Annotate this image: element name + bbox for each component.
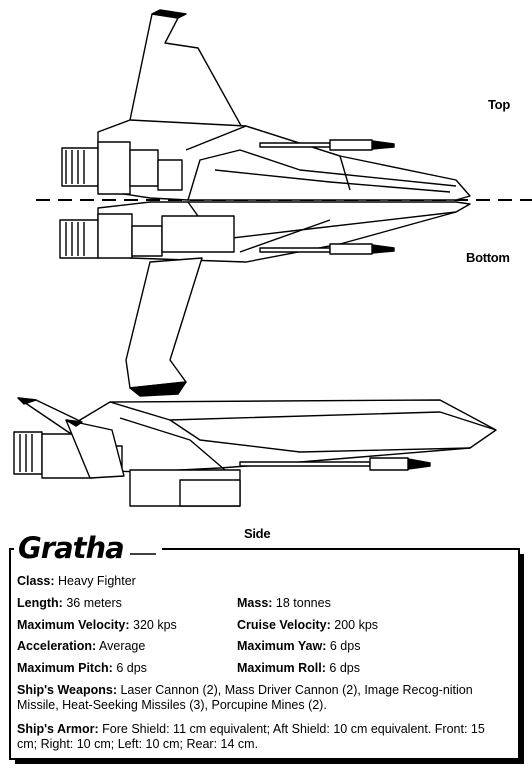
spec-armor-label: Ship's Armor: [17, 722, 99, 736]
spec-acceleration-value: Average [99, 639, 146, 653]
spec-class-value: Heavy Fighter [58, 574, 136, 588]
spec-max-yaw: Maximum Yaw: 6 dps [237, 638, 360, 654]
spec-weapons-value: Laser Cannon (2), Mass Driver Cannon (2)… [17, 683, 473, 712]
spec-card [9, 548, 520, 760]
spec-mass: Mass: 18 tonnes [237, 595, 331, 611]
spec-title-wrap: Gratha [14, 528, 163, 568]
spec-max-velocity: Maximum Velocity: 320 kps [17, 617, 177, 633]
spec-armor-value: Fore Shield: 11 cm equivalent; Aft Shiel… [17, 722, 485, 751]
ship-schematic [13, 9, 532, 507]
side-view-drawing [13, 397, 497, 507]
spec-weapons-label: Ship's Weapons: [17, 683, 117, 697]
spec-cruise-velocity-value: 200 kps [334, 618, 379, 632]
spec-acceleration-label: Acceleration: [17, 639, 97, 653]
spec-max-pitch-label: Maximum Pitch: [17, 661, 113, 675]
bottom-view-label: Bottom [466, 250, 510, 265]
spec-acceleration: Acceleration: Average [17, 638, 145, 654]
ship-name-title: Gratha [18, 531, 125, 565]
top-view-drawing [61, 9, 471, 201]
spec-length: Length: 36 meters [17, 595, 122, 611]
spec-class: Class: Heavy Fighter [17, 573, 136, 589]
spec-max-pitch: Maximum Pitch: 6 dps [17, 660, 147, 676]
spec-armor: Ship's Armor: Fore Shield: 11 cm equival… [17, 722, 507, 752]
spec-mass-value: 18 tonnes [275, 596, 331, 610]
spec-weapons: Ship's Weapons: Laser Cannon (2), Mass D… [17, 683, 507, 713]
spec-mass-label: Mass: [237, 596, 273, 610]
spec-max-roll-label: Maximum Roll: [237, 661, 326, 675]
spec-max-yaw-label: Maximum Yaw: [237, 639, 327, 653]
spec-max-roll-value: 6 dps [329, 661, 360, 675]
title-rule [130, 553, 157, 555]
spec-max-pitch-value: 6 dps [116, 661, 147, 675]
side-view-label: Side [244, 526, 271, 541]
card-shadow [520, 554, 524, 764]
spec-max-velocity-value: 320 kps [133, 618, 177, 632]
spec-class-label: Class: [17, 574, 55, 588]
spec-length-value: 36 meters [66, 596, 122, 610]
spec-length-label: Length: [17, 596, 63, 610]
card-shadow [15, 760, 524, 764]
spec-cruise-velocity-label: Cruise Velocity: [237, 618, 331, 632]
spec-max-velocity-label: Maximum Velocity: [17, 618, 130, 632]
bottom-view-drawing [59, 201, 471, 397]
top-view-label: Top [488, 97, 510, 112]
spec-cruise-velocity: Cruise Velocity: 200 kps [237, 617, 378, 633]
spec-max-roll: Maximum Roll: 6 dps [237, 660, 360, 676]
spec-max-yaw-value: 6 dps [329, 639, 361, 653]
